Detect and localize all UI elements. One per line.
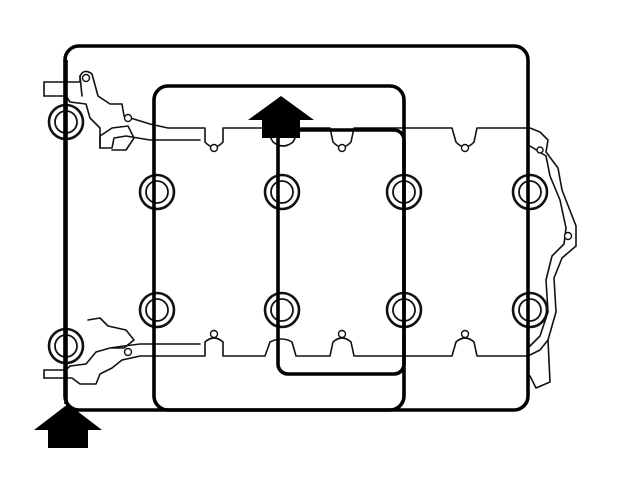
inner-sequence-frame	[276, 128, 406, 376]
bolt-inner-ring	[145, 298, 169, 322]
hole	[209, 143, 219, 153]
hole	[81, 73, 91, 83]
hole	[563, 231, 573, 241]
hole	[337, 143, 347, 153]
bolt-ring-icon	[138, 173, 176, 211]
locating-holes	[81, 73, 573, 357]
arrows	[34, 96, 314, 448]
hole	[123, 347, 133, 357]
arrow-up-icon	[34, 404, 102, 448]
arrow-up-icon	[248, 96, 314, 138]
bolt-inner-ring	[270, 298, 294, 322]
bolt-inner-ring	[270, 180, 294, 204]
bolt-ring-icon	[138, 291, 176, 329]
hole	[209, 329, 219, 339]
bolt-group	[47, 103, 549, 365]
bolt-inner-ring	[145, 180, 169, 204]
gasket-outline	[43, 70, 577, 389]
hole	[460, 329, 470, 339]
hole	[536, 146, 544, 154]
hole	[337, 329, 347, 339]
bolt-inner-ring	[518, 298, 542, 322]
bolt-ring-icon	[511, 173, 549, 211]
bolt-ring-icon	[511, 291, 549, 329]
hole	[123, 113, 133, 123]
bolt-ring-icon	[263, 291, 301, 329]
bolt-inner-ring	[518, 180, 542, 204]
hole	[460, 143, 470, 153]
bolt-ring-icon	[263, 173, 301, 211]
